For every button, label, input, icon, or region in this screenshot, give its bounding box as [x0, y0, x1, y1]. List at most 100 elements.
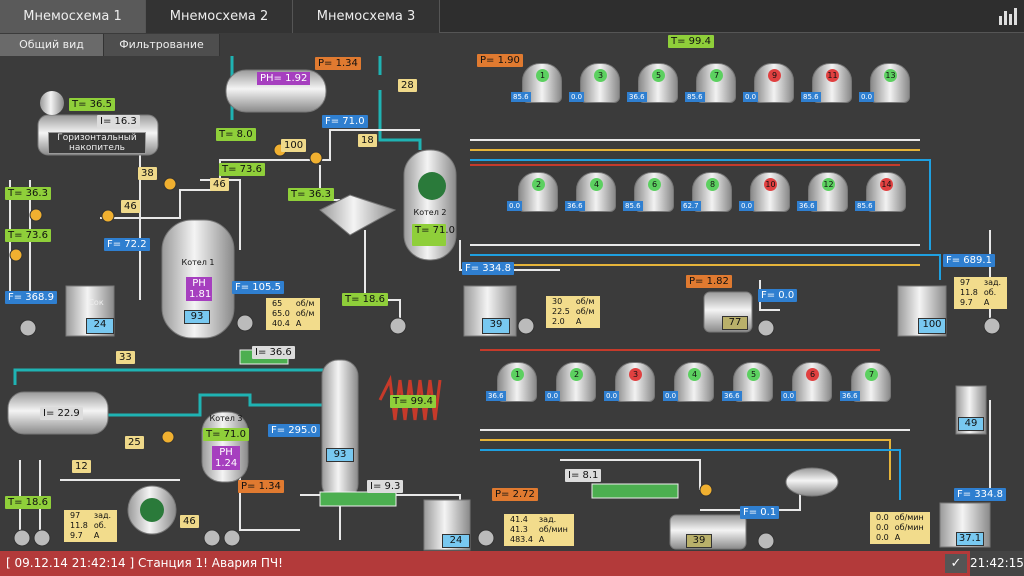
filter-flow: 0.0 — [663, 391, 679, 401]
filter-flow: 85.6 — [511, 92, 531, 102]
tank-level: 37.1 — [956, 532, 984, 546]
filter-number: 2 — [532, 178, 545, 191]
filter-number: 7 — [865, 368, 878, 381]
tank-level: 77 — [722, 316, 748, 330]
pressure-display: P= 2.72 — [492, 488, 538, 501]
valve-value: 46 — [121, 200, 140, 213]
tab-mnemo-2[interactable]: Мнемосхема 2 — [146, 0, 293, 33]
boiler-2-label: Котел 2 — [413, 208, 447, 217]
tank-level: 39 — [686, 534, 712, 548]
filter-number: 12 — [822, 178, 835, 191]
tab-mnemo-1[interactable]: Мнемосхема 1 — [0, 0, 146, 33]
valve-value: 25 — [125, 436, 144, 449]
filter-number: 4 — [590, 178, 603, 191]
filter-number: 10 — [764, 178, 777, 191]
subtab-filtering[interactable]: Фильтрование — [104, 34, 220, 56]
valve-value: 38 — [138, 167, 157, 180]
temp-display: T= 99.4 — [668, 35, 714, 48]
current-display: I= 16.3 — [97, 115, 140, 128]
filter-flow: 0.0 — [781, 391, 797, 401]
filter-flow: 36.6 — [486, 391, 506, 401]
pressure-display: P= 1.34 — [238, 480, 284, 493]
temp-display: T= 71.0 — [203, 428, 249, 441]
juice-tank-label: Сок — [88, 298, 104, 307]
current-display: I= 9.3 — [367, 480, 404, 493]
acknowledge-check-icon[interactable]: ✓ — [945, 554, 967, 573]
process-scheme — [7, 56, 1001, 551]
valve-value: 18 — [358, 134, 377, 147]
filter-flow: 0.0 — [859, 92, 875, 102]
filter-flow: 0.0 — [507, 201, 523, 211]
tank-level: 49 — [958, 417, 984, 431]
pressure-display: P= 1.34 — [315, 57, 361, 70]
valve-value: 28 — [398, 79, 417, 92]
filter-number: 2 — [570, 368, 583, 381]
filter-flow: 36.6 — [722, 391, 742, 401]
filter-number: 1 — [536, 69, 549, 82]
filter-flow: 0.0 — [739, 201, 755, 211]
flow-display: F= 334.8 — [462, 262, 514, 275]
temp-display: T= 18.6 — [342, 293, 388, 306]
valve-value: 46 — [210, 178, 229, 191]
flow-display: F= 0.1 — [740, 506, 780, 519]
flow-display: F= 72.2 — [104, 238, 150, 251]
tab-mnemo-3[interactable]: Мнемосхема 3 — [293, 0, 440, 33]
horizontal-accumulator-label: Горизонтальный накопитель — [48, 132, 146, 154]
filter-flow: 85.6 — [801, 92, 821, 102]
pressure-display: P= 1.90 — [477, 54, 523, 67]
top-bar: 50 Мнемосхема 1 Мнемосхема 2 Мнемосхема … — [0, 0, 1024, 33]
filter-flow: 36.6 — [627, 92, 647, 102]
temp-display: T= 36.5 — [69, 98, 115, 111]
flow-display: F= 71.0 — [322, 115, 368, 128]
valve-value: 33 — [116, 351, 135, 364]
temp-display: T= 71.0 — [412, 224, 455, 246]
flow-display: F= 295.0 — [268, 424, 320, 437]
filter-number: 5 — [652, 69, 665, 82]
filter-number: 9 — [768, 69, 781, 82]
filter-number: 6 — [648, 178, 661, 191]
subtab-overview[interactable]: Общий вид — [0, 34, 104, 56]
filter-number: 8 — [706, 178, 719, 191]
filter-flow: 0.0 — [743, 92, 759, 102]
valve-value: 12 — [72, 460, 91, 473]
tank-level: 93 — [326, 448, 354, 462]
filter-flow: 85.6 — [855, 201, 875, 211]
current-display: I= 8.1 — [565, 469, 602, 482]
temp-display: T= 73.6 — [5, 229, 51, 242]
filter-number: 3 — [629, 368, 642, 381]
clock: 21:42:15 — [970, 551, 1024, 576]
boiler-1-label: Котел 1 — [181, 258, 215, 267]
temp-display: T= 99.4 — [390, 395, 436, 408]
bar-chart-icon[interactable] — [997, 6, 1019, 26]
filter-number: 13 — [884, 69, 897, 82]
alarm-message[interactable]: [ 09.12.14 21:42:14 ] Станция 1! Авария … — [6, 556, 283, 570]
tank-level: 24 — [86, 318, 114, 334]
filter-flow: 85.6 — [623, 201, 643, 211]
boiler-3-label: Котел 3 — [209, 414, 243, 423]
tank-level: 100 — [918, 318, 946, 334]
